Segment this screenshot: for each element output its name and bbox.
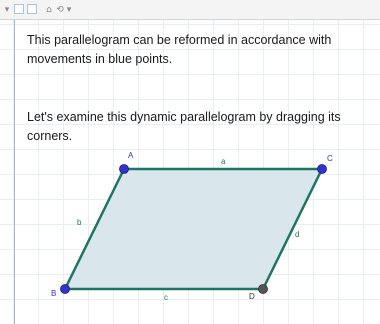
home-icon[interactable]: ⌂ [46, 5, 52, 15]
view-toggle-icon[interactable] [14, 4, 24, 14]
point-b[interactable] [60, 284, 70, 294]
view-toggle-icon[interactable] [27, 4, 37, 14]
instruction-text-1: This parallelogram can be reformed in ac… [27, 33, 332, 66]
point-c[interactable] [317, 164, 327, 174]
side-b-label: b [77, 218, 82, 227]
point-d [258, 284, 268, 294]
applet-toolbar: ▾ ⌂ ⟲ ▾ [0, 0, 380, 20]
point-c-label: C [327, 154, 333, 163]
side-d-label: d [295, 230, 299, 239]
side-a-label: a [221, 157, 226, 166]
side-b-segment[interactable] [63, 167, 126, 291]
left-border-line [14, 20, 15, 324]
undo-icon[interactable]: ⟲ [56, 5, 64, 15]
point-a-label: A [128, 151, 134, 160]
side-d-segment[interactable] [261, 167, 324, 291]
parallelogram-polygon[interactable] [65, 169, 322, 289]
chevron-down-icon[interactable]: ▾ [66, 5, 72, 15]
point-a[interactable] [119, 164, 129, 174]
instruction-text-2: Let's examine this dynamic parallelogram… [27, 110, 341, 143]
point-d-label: D [249, 292, 255, 301]
side-c-label: c [164, 293, 168, 302]
point-b-label: B [51, 289, 56, 298]
menu-arrow-icon[interactable]: ▾ [4, 5, 10, 15]
